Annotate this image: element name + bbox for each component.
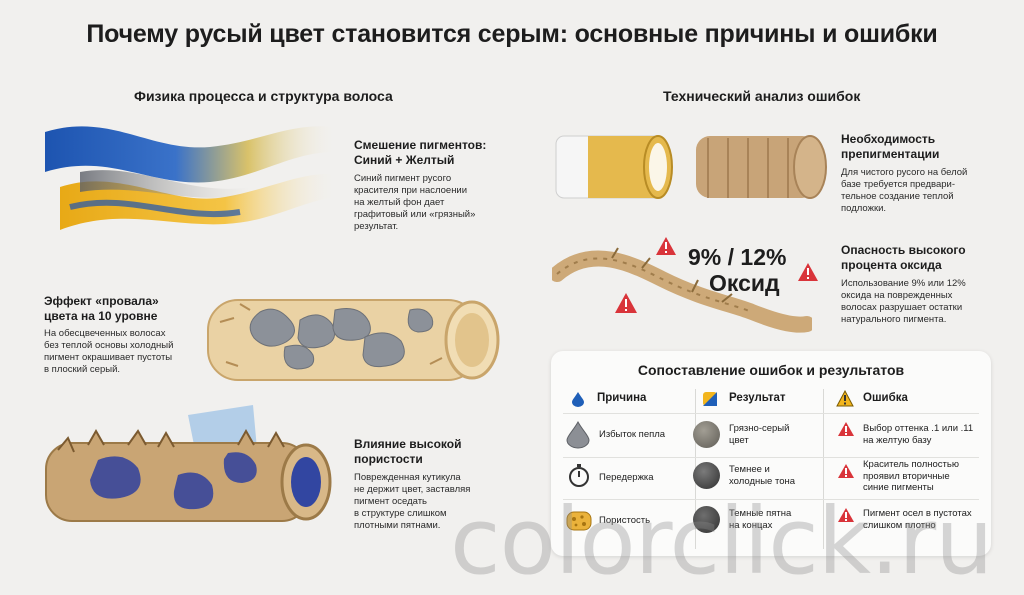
result-swatch (693, 421, 720, 448)
row3-result: Темные пятна на концах (729, 508, 792, 531)
prepigment-illustration (555, 135, 827, 199)
hollow-hair-illustration (207, 299, 500, 381)
warning-icon (838, 508, 854, 522)
header-result: Результат (729, 392, 786, 404)
left-section-title: Физика процесса и структура волоса (134, 88, 393, 104)
warning-icon (798, 263, 818, 281)
result-swatch (693, 506, 720, 533)
oxide-percent-label: 9% / 12% (688, 244, 787, 270)
drop-text: На обесцвеченных волосах без теплой осно… (44, 328, 174, 375)
result-swatch (693, 462, 720, 489)
warning-icon (656, 237, 676, 255)
header-error: Ошибка (863, 392, 908, 404)
warning-icon (615, 293, 637, 313)
row1-cause: Избыток пепла (599, 429, 666, 440)
oxide-word-label: Оксид (709, 270, 780, 296)
row-divider (563, 457, 979, 458)
warning-icon (838, 464, 854, 478)
pigment-heading: Смешение пигментов: Синий + Желтый (354, 138, 487, 167)
sponge-icon (566, 511, 592, 531)
porosity-heading: Влияние высокой пористости (354, 437, 462, 466)
header-cause: Причина (597, 392, 647, 404)
row3-cause: Пористость (599, 515, 651, 526)
prepigment-text: Для чистого русого на белой базе требует… (841, 167, 968, 214)
comparison-table: Сопоставление ошибок и результатов Причи… (551, 351, 991, 556)
row-divider (563, 413, 979, 414)
prepigment-heading: Необходимость препигментации (841, 132, 940, 161)
watermark: colorclick.ru (450, 488, 993, 595)
damaged-strand-illustration (552, 247, 812, 333)
row2-error: Краситель полностью проявил вторичные си… (863, 459, 959, 493)
row1-error: Выбор оттенка .1 или .11 на желтую базу (863, 423, 974, 446)
oxide-text: Использование 9% или 12% оксида на повре… (841, 278, 966, 325)
column-divider (823, 389, 824, 549)
oxide-heading: Опасность высокого процента оксида (841, 243, 966, 272)
page-title: Почему русый цвет становится серым: осно… (86, 20, 938, 48)
row-divider (563, 499, 979, 500)
ash-drop-icon (566, 421, 590, 449)
row3-error: Пигмент осел в пустотах слишком плотно (863, 508, 972, 531)
table-title: Сопоставление ошибок и результатов (637, 362, 905, 378)
warning-icon (836, 390, 854, 407)
row2-result: Темнее и холодные тона (729, 464, 796, 487)
pigment-text: Синий пигмент русого красителя при насло… (354, 173, 476, 232)
porosity-text: Поврежденная кутикула не держит цвет, за… (354, 472, 471, 531)
drop-icon (572, 392, 584, 407)
warning-icon (838, 422, 854, 436)
color-swatch-icon (703, 392, 717, 406)
stopwatch-icon (569, 464, 589, 487)
drop-heading: Эффект «провала» цвета на 10 уровне (44, 294, 159, 323)
row1-result: Грязно-серый цвет (729, 423, 790, 446)
porous-hair-illustration (45, 405, 332, 522)
pigment-mix-illustration (45, 126, 335, 230)
right-section-title: Технический анализ ошибок (663, 88, 861, 104)
row2-cause: Передержка (599, 472, 654, 483)
